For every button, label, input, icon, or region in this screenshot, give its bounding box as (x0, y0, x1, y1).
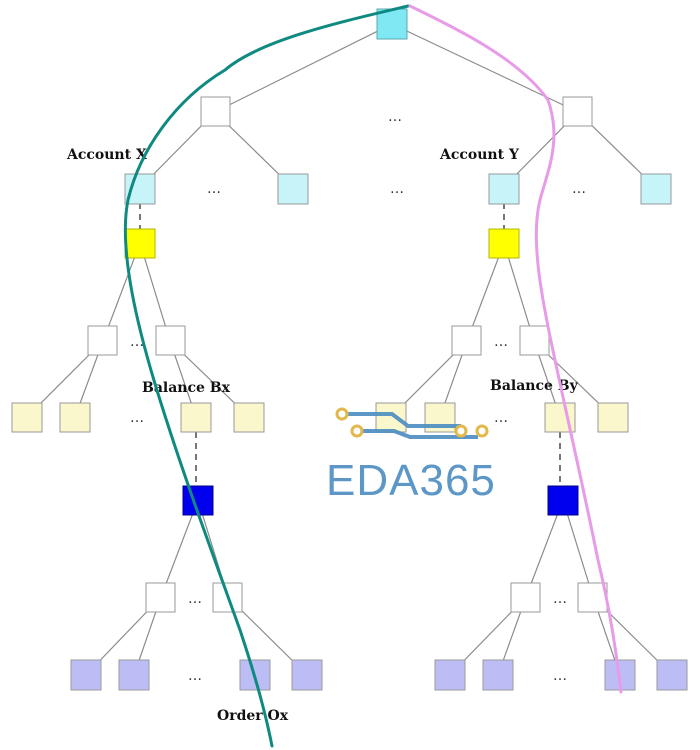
balance-leaf (597, 402, 629, 433)
proof-path-account-x (123, 4, 410, 748)
circuit-pad-icon (335, 407, 349, 421)
order-leaf (118, 659, 150, 691)
order-leaf (656, 659, 688, 691)
ellipsis: … (188, 591, 202, 607)
node (145, 582, 176, 613)
circuit-pad-icon (475, 424, 489, 438)
account-y-node (488, 173, 520, 205)
tree-nodes (11, 8, 688, 691)
order-leaf (291, 659, 323, 691)
watermark-text: EDA365 (326, 456, 496, 505)
node (212, 582, 243, 613)
balance-by-label: Balance By (490, 378, 579, 394)
order-leaf (482, 659, 514, 691)
order-root-y-node (547, 485, 579, 516)
balance-leaf (11, 402, 43, 433)
ellipsis: … (553, 591, 567, 607)
balance-leaf (375, 402, 407, 433)
circuit-trace-icon (358, 429, 478, 439)
node (577, 582, 608, 613)
ellipsis: … (494, 410, 508, 426)
dashed-links (139, 203, 561, 486)
circuit-pad-icon (350, 424, 364, 438)
node (451, 325, 482, 356)
ellipsis: … (494, 334, 508, 350)
ellipsis: … (207, 181, 221, 197)
node (510, 582, 541, 613)
account-node (277, 173, 309, 205)
balance-by-node (544, 402, 576, 433)
proof-path-account-y (408, 4, 623, 694)
node (155, 325, 186, 356)
balance-bx-label: Balance Bx (142, 380, 231, 396)
ellipsis: … (553, 668, 567, 684)
node (562, 96, 593, 127)
balance-leaf (59, 402, 91, 433)
account-y-label: Account Y (439, 147, 520, 163)
circuit-trace-icon (346, 412, 461, 428)
ellipsis-group: … … … … … … … … … … … … (130, 109, 586, 684)
balance-root-x-node (124, 228, 156, 259)
order-leaf (434, 659, 466, 691)
account-x-label: Account X (66, 147, 147, 163)
node (200, 96, 231, 127)
order-leaf (70, 659, 102, 691)
watermark-logo: EDA365 (326, 407, 496, 505)
node (87, 325, 118, 356)
circuit-pad-icon (454, 424, 468, 438)
node (519, 325, 550, 356)
balance-bx-node (180, 402, 212, 433)
ellipsis: … (572, 181, 586, 197)
order-ox-label: Order Ox (217, 708, 289, 724)
account-node (640, 173, 672, 205)
ellipsis: … (130, 410, 144, 426)
balance-root-y-node (488, 228, 520, 259)
ellipsis: … (188, 668, 202, 684)
ellipsis: … (390, 181, 404, 197)
balance-leaf (233, 402, 265, 433)
ellipsis: … (130, 334, 144, 350)
ellipsis: … (388, 109, 402, 125)
